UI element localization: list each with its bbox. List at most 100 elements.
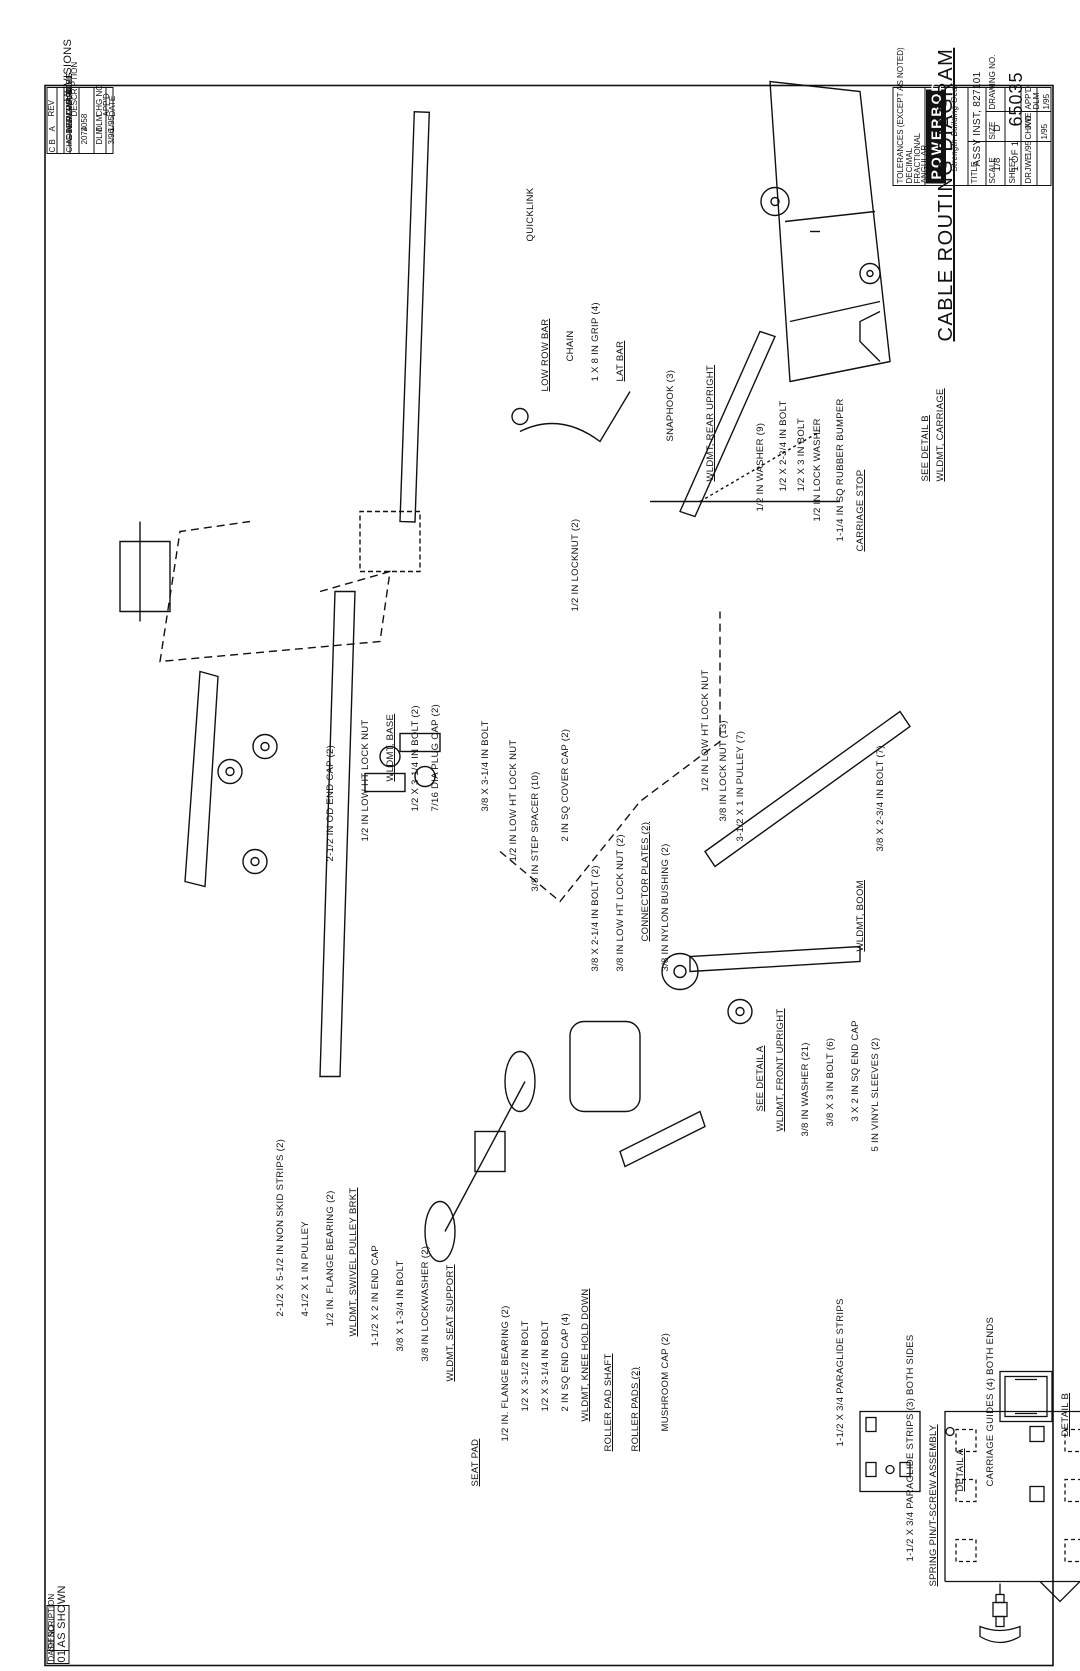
callout-swivel-pulley: WLDMT, SWIVEL PULLEY BRKT <box>348 1187 359 1336</box>
callout-plug-cap: 7/16 DIA PLUG CAP (2) <box>430 703 441 811</box>
callout-grip: 1 X 8 IN GRIP (4) <box>590 301 601 381</box>
tolerances-label: TOLERANCES (EXCEPT AS NOTED) <box>896 46 905 183</box>
rev-c-desc: CHG HARDWARE <box>65 85 74 152</box>
callout-see-detail-b: SEE DETAIL B <box>920 414 931 481</box>
rev-col-rev: REV <box>47 99 56 116</box>
callout-boom: WLDMT, BOOM <box>855 879 866 951</box>
callout-step-spacer: 3/8 IN STEP SPACER (10) <box>530 770 541 891</box>
rev-b-letter: B <box>48 138 57 144</box>
callout-low-row-bar: LOW ROW BAR <box>540 318 551 391</box>
dash-no: 01 <box>56 1649 68 1662</box>
callout-vinyl-sleeves: 5 IN VINYL SLEEVES (2) <box>870 1037 881 1151</box>
callout-locknut-13: 3/8 IN LOCK NUT (13) <box>718 719 729 821</box>
callout-bolt-3: 3/8 X 1-3/4 IN BOLT <box>395 1259 406 1351</box>
rev-c-letter: C <box>48 146 57 152</box>
callout-snaphook: SNAPHOOK (3) <box>665 369 676 441</box>
callout-sq-end-cap: 2 IN SQ END CAP (4) <box>560 1312 571 1411</box>
callout-bolt-314: 3/8 X 3-1/4 IN BOLT <box>480 719 491 811</box>
revisions-table-frame <box>46 86 114 154</box>
callout-locknut-12: 1/2 IN LOCKNUT (2) <box>570 518 581 611</box>
callout-bolt-1: 1/2 X 3-1/4 IN BOLT <box>540 1319 551 1411</box>
callout-front-upright: WLDMT, FRONT UPRIGHT <box>775 1008 786 1131</box>
callout-bolt-7: 3/8 X 2-3/4 IN BOLT (7) <box>875 744 886 851</box>
sheet-border <box>44 84 1054 1666</box>
callout-end-cap-112: 1-1/2 X 2 IN END CAP <box>370 1244 381 1346</box>
assembly-sketch <box>119 80 911 1262</box>
callout-lock-washer: 1/2 IN LOCK WASHER <box>812 417 823 521</box>
callout-nylon-bushing: 3/8 IN NYLON BUSHING (2) <box>660 842 671 971</box>
callout-bolt-123: 1/2 X 3 IN BOLT <box>796 417 807 492</box>
paraglide-side-view <box>859 1410 921 1492</box>
callout-lat-bar: LAT BAR <box>615 340 626 381</box>
spring-pin-assembly <box>979 1583 1021 1643</box>
diagram-heading: CABLE ROUTING DIAGRAM <box>935 47 957 341</box>
callout-bolt-1234: 1/2 X 3-1/4 IN BOLT (2) <box>410 704 421 811</box>
dash-desc: AS SHOWN <box>56 1584 68 1647</box>
rev-b-appd: DLM <box>95 127 104 144</box>
callout-bolt-2: 1/2 X 3-1/2 IN BOLT <box>520 1319 531 1411</box>
callout-seat-support: WLDMT, SEAT SUPPORT <box>445 1263 456 1381</box>
scale-value: 1/8 <box>992 156 1003 171</box>
drawing-title: ASSY INST, 827101 <box>972 71 983 166</box>
callout-low-ht-nut-c: 1/2 IN LOW HT LOCK NUT <box>508 738 519 861</box>
drawn-date: 1/95 <box>1024 140 1033 156</box>
drawing-no-label: DRAWING NO. <box>988 54 997 109</box>
callout-washer-9: 1/2 IN WASHER (9) <box>755 422 766 511</box>
callout-lockwasher: 3/8 IN LOCKWASHER (2) <box>420 1245 431 1361</box>
dash-table-frame <box>46 1604 70 1664</box>
callout-carriage-stop: CARRIAGE STOP <box>855 469 866 551</box>
callout-paraglide-both: 1-1/2 X 3/4 PARAGLIDE STRIPS (3) BOTH SI… <box>905 1333 916 1561</box>
callout-bolt-12234: 1/2 X 2-3/4 IN BOLT <box>778 399 789 491</box>
callout-connector-plates: CONNECTOR PLATES (2) <box>640 821 651 941</box>
callout-rear-upright: WLDMT, REAR UPRIGHT <box>705 364 716 481</box>
callout-mushroom-cap: MUSHROOM CAP (2) <box>660 1332 671 1431</box>
chkd-value: JWE <box>1024 112 1033 129</box>
callout-washer-21: 3/8 IN WASHER (21) <box>800 1041 811 1136</box>
callout-seat-pad: SEAT PAD <box>470 1438 481 1486</box>
rev-b-date: 3/96 <box>107 128 116 144</box>
callout-od-end-cap: 2-1/2 IN OD END CAP (2) <box>325 744 336 861</box>
callout-see-detail-a: SEE DETAIL A <box>755 1045 766 1111</box>
callout-spring-pin: SPRING PIN/T-SCREW ASSEMBLY <box>928 1423 939 1586</box>
callout-low-ht-nut-b: 3/8 IN LOW HT LOCK NUT (2) <box>615 833 626 971</box>
callout-knee-hold-down: WLDMT, KNEE HOLD DOWN <box>580 1288 591 1421</box>
callout-flange-bearing-a: 1/2 IN. FLANGE BEARING (2) <box>500 1304 511 1441</box>
detail-a-drawing <box>944 1410 1080 1602</box>
callout-pulley-412: 4-1/2 X 1 IN PULLEY <box>300 1220 311 1316</box>
rev-a-letter: A <box>48 125 57 131</box>
callout-bolt-3x3: 3/8 X 3 IN BOLT (6) <box>825 1037 836 1126</box>
callout-low-ht-nut-d: 1/2 IN LOW HT LOCK NUT <box>360 718 371 841</box>
callout-carriage-guides: CARRIAGE GUIDES (4) BOTH ENDS <box>985 1316 996 1486</box>
drawn-label: DR <box>1024 171 1033 183</box>
callout-roller-pads: ROLLER PADS (2) <box>630 1366 641 1451</box>
rev-col-date: DATE <box>108 95 117 116</box>
callout-base: WLDMT, BASE <box>385 713 396 781</box>
callout-detail-b: DETAIL B <box>1060 1392 1071 1436</box>
callout-carriage: WLDMT, CARRIAGE <box>935 387 946 481</box>
callout-low-ht-nut-a: 1/2 IN LOW HT LOCK NUT <box>700 668 711 791</box>
callout-sq-cover-cap: 2 IN SQ COVER CAP (2) <box>560 728 571 841</box>
callout-bolt-214: 3/8 X 2-1/4 IN BOLT (2) <box>590 864 601 971</box>
sheet-value: 1 OF 1 <box>1010 140 1021 171</box>
callout-paraglide-right: 1-1/2 X 3/4 PARAGLIDE STRIPS <box>835 1297 846 1446</box>
rev-b-chg: 2074 <box>80 126 89 144</box>
size-value: D <box>992 123 1003 131</box>
detail-b-drawing <box>999 1370 1053 1422</box>
drawn-value: JWE <box>1024 154 1033 171</box>
callout-quicklink: QUICKLINK <box>525 187 536 241</box>
dash-col-desc: DESCRIPTION <box>47 1593 56 1648</box>
callout-chain: CHAIN <box>565 329 576 361</box>
appd-value: DLM <box>1032 92 1041 109</box>
chkd-date: 1/95 <box>1040 123 1049 139</box>
callout-end-cap-3x2: 3 X 2 IN SQ END CAP <box>850 1019 861 1121</box>
callout-flange-bearing-b: 1/2 IN. FLANGE BEARING (2) <box>325 1189 336 1326</box>
callout-rubber-bumper: 1-1/4 IN SQ RUBBER BUMPER <box>835 397 846 541</box>
callout-pulley-7: 3-1/2 X 1 IN PULLEY (7) <box>735 730 746 841</box>
callout-detail-a: DETAIL A <box>955 1447 966 1491</box>
appd-date: 1/95 <box>1042 93 1051 109</box>
title-block-frame <box>892 86 1052 186</box>
callout-non-skid: 2-1/2 X 5-1/2 IN NON SKID STRIPS (2) <box>275 1138 286 1316</box>
